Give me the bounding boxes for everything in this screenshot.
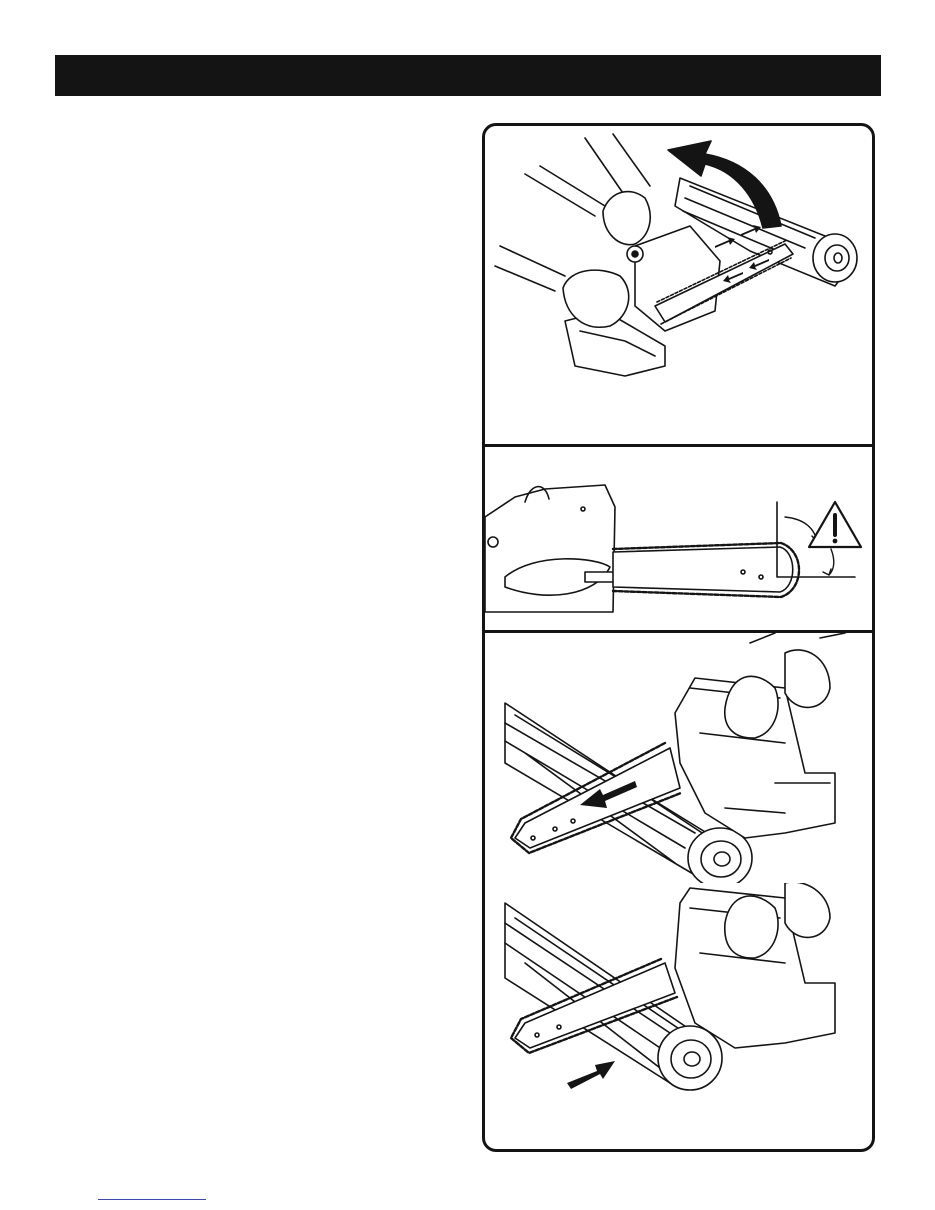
- footer-link-underline[interactable]: [98, 1199, 206, 1200]
- text-column: [55, 120, 455, 1150]
- section-header-bar: [55, 55, 881, 96]
- figure-lift-chainsaw: [485, 126, 872, 444]
- push-arrow-icon: [567, 1061, 615, 1089]
- chainsaw-side-illustration: [485, 484, 631, 613]
- figure-bar-tip-warning: [485, 447, 872, 630]
- angle-indicator-icon: [776, 501, 856, 578]
- log-illustration: [674, 177, 858, 287]
- gloves-illustration: [724, 633, 846, 739]
- figure-frame: [482, 123, 875, 1152]
- warning-triangle-icon: [807, 500, 863, 549]
- arms-illustration: [494, 133, 651, 292]
- figure-underbuck-cut: [485, 883, 872, 1149]
- chainsaw-illustration: [509, 887, 836, 1055]
- guide-bar-illustration: [611, 541, 801, 599]
- gloves-illustration: [724, 883, 831, 959]
- gloves-illustration: [562, 190, 651, 328]
- chainsaw-illustration: [564, 225, 794, 377]
- figure-divider: [485, 444, 872, 447]
- chain-direction-arrows-icon: [715, 225, 769, 283]
- figure-overbuck-cut: [485, 633, 872, 883]
- curved-arrow-up-icon: [667, 140, 782, 229]
- figure-divider: [485, 630, 872, 633]
- pull-arrow-icon: [580, 781, 637, 808]
